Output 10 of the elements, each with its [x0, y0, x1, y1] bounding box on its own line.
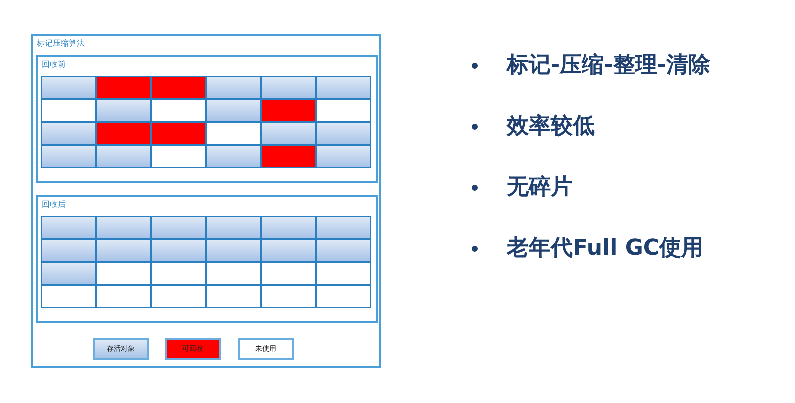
before-panel [36, 55, 378, 183]
bullet-point: 效率较低 [507, 112, 595, 141]
after-panel [36, 195, 378, 323]
panel-title: 回收前 [42, 59, 66, 70]
bullet-point: 无碎片 [507, 174, 573, 202]
bullet-point: 标记-压缩-整理-清除 [507, 52, 710, 80]
panel-title: 回收后 [42, 199, 66, 210]
bullet-point: 老年代Full GC使用 [507, 235, 704, 263]
algorithm-panel [31, 34, 381, 368]
panel-title: 标记压缩算法 [37, 38, 85, 49]
